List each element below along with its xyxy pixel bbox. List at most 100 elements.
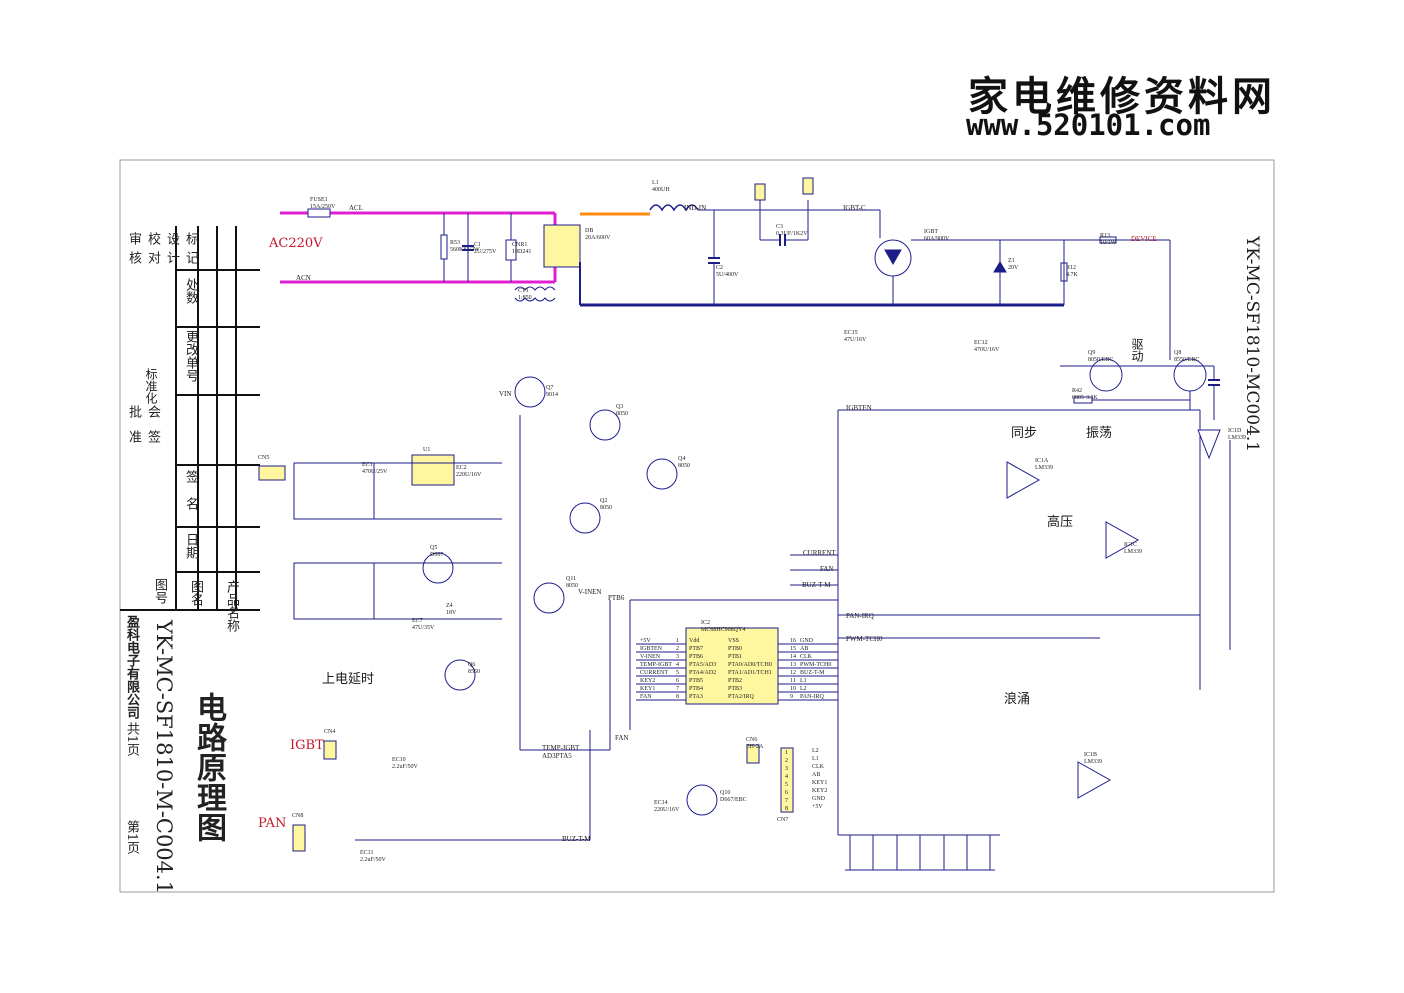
component-ref: CNR1 xyxy=(512,242,528,248)
net-fan: FAN xyxy=(820,565,834,573)
cn7-pin-net: KEY2 xyxy=(812,788,828,794)
ic2-left-pin: PTB7 xyxy=(689,646,704,652)
low-voltage-supply xyxy=(258,376,718,816)
component-value: 8050 xyxy=(678,463,690,469)
tb-approve: 批准 xyxy=(126,405,141,455)
ic2-left-net: CURRENT xyxy=(640,670,669,676)
component-value: LM339 xyxy=(1124,549,1142,555)
ic2-right-net: L1 xyxy=(800,678,807,684)
ic2-pin-lines xyxy=(636,643,838,701)
component-ref: IC2 xyxy=(701,620,710,626)
component-ref: R12 xyxy=(1066,265,1077,271)
net-temp: TEMP-IGBT xyxy=(542,744,580,752)
cn7-pin-num: 6 xyxy=(785,790,788,796)
component-ref: IC1B xyxy=(1084,752,1098,758)
component-value: D667/EBC xyxy=(720,797,747,803)
tb-design: 设计 xyxy=(164,232,179,270)
label-osc: 振荡 xyxy=(1086,426,1113,441)
component-cn7: CN7 xyxy=(777,817,788,824)
signal-bus xyxy=(355,409,1231,841)
net-current: CURRENT xyxy=(803,549,836,557)
component-cn5: CN5 xyxy=(258,455,269,462)
tb-change-no: 更改单号 xyxy=(183,330,198,382)
component-ref: EC2 xyxy=(456,465,467,471)
ic2-mcu xyxy=(685,627,779,705)
component-ref: FUSE1 xyxy=(310,197,328,203)
tb-standardization: 标准化 xyxy=(144,368,158,404)
ic2-left-pin: PTA4/AD2 xyxy=(689,670,717,676)
component-value: LM339 xyxy=(1228,435,1246,441)
ic2-right-num: 11 xyxy=(790,678,796,684)
component-ref: EC14 xyxy=(654,800,668,806)
net-acl: ACL xyxy=(349,204,363,212)
component-value: 8550/EBC xyxy=(1174,357,1200,363)
net-buz: BUZ-T-M xyxy=(802,581,831,589)
power-stage xyxy=(649,177,1171,360)
component-value: 8050 xyxy=(566,583,578,589)
cn7-pin-net: GND xyxy=(812,796,825,802)
ic2-right-pin: PTB2 xyxy=(728,678,743,684)
label-igbt-conn: IGBT xyxy=(290,738,324,753)
component-ref: Q3 xyxy=(616,404,624,410)
net-fan-2: FAN xyxy=(615,734,629,742)
comparators xyxy=(1006,429,1221,799)
component-ref: L1 xyxy=(652,180,659,186)
component-value: 560K*2/2W xyxy=(450,247,480,253)
ic2-right-pin: PTB3 xyxy=(728,686,743,692)
watermark-url: www.520101.com xyxy=(966,108,1211,142)
cn7-pin-net: L1 xyxy=(812,756,819,762)
ac-input xyxy=(280,208,1064,307)
component-value: D667 xyxy=(430,552,444,558)
cn7-pin-num: 1 xyxy=(785,750,788,756)
ic2-left-net: KEY1 xyxy=(640,686,656,692)
ic2-right-pin: PTA1/AD1/TCH1 xyxy=(728,670,772,676)
ic2-left-num: 6 xyxy=(676,678,679,684)
net-ad3: AD3PTA5 xyxy=(542,752,572,760)
tb-count: 处数 xyxy=(183,278,198,304)
label-sync: 同步 xyxy=(1011,426,1038,441)
cn7-pin-num: 2 xyxy=(785,758,788,764)
tb-proof: 校对 xyxy=(145,232,160,270)
label-high-volt: 高压 xyxy=(1047,515,1074,530)
component-value: 220U/16V xyxy=(456,472,482,478)
component-value: 400UH xyxy=(652,187,670,193)
component-ref: R53 xyxy=(450,240,461,246)
tb-drawing-no: YK-MC-SF1810-M-C004.1 xyxy=(152,620,176,895)
component-value: MC68HC908QY4 xyxy=(701,627,746,633)
component-ref: EC7 xyxy=(412,618,423,624)
label-ac220v: AC220V xyxy=(269,236,323,251)
ic2-right-num: 14 xyxy=(790,654,796,660)
ic2-right-pin: PTB1 xyxy=(728,654,743,660)
ic2-left-net: TEMP-IGBT xyxy=(640,662,672,668)
component-ref: EC11 xyxy=(360,850,374,856)
component-ref: Q4 xyxy=(678,456,686,462)
component-value: 9014 xyxy=(546,392,558,398)
ic2-left-num: 8 xyxy=(676,694,679,700)
component-value: 47U/16V xyxy=(844,337,867,343)
component-value: 10/1W xyxy=(1100,240,1117,246)
component-value: LM339 xyxy=(1084,759,1102,765)
ic2-left-num: 7 xyxy=(676,686,679,692)
ic2-left-num: 5 xyxy=(676,670,679,676)
ic2-right-net: CLK xyxy=(800,654,812,660)
cn7-pin-num: 4 xyxy=(785,774,788,780)
net-igbten: IGBTEN xyxy=(846,404,872,412)
component-ref: IC1C xyxy=(1124,542,1138,548)
tb-mark: 标记 xyxy=(183,232,198,270)
component-value: 10D241 xyxy=(512,249,532,255)
tb-drawing-name: 图名 xyxy=(188,580,203,606)
ic2-left-net: V-INEN xyxy=(640,654,661,660)
component-ref: Q10 xyxy=(720,790,731,796)
ic2-right-num: 12 xyxy=(790,670,796,676)
ic2-left-num: 3 xyxy=(676,654,679,660)
component-value: 0.3UF/1K2V xyxy=(776,231,808,237)
